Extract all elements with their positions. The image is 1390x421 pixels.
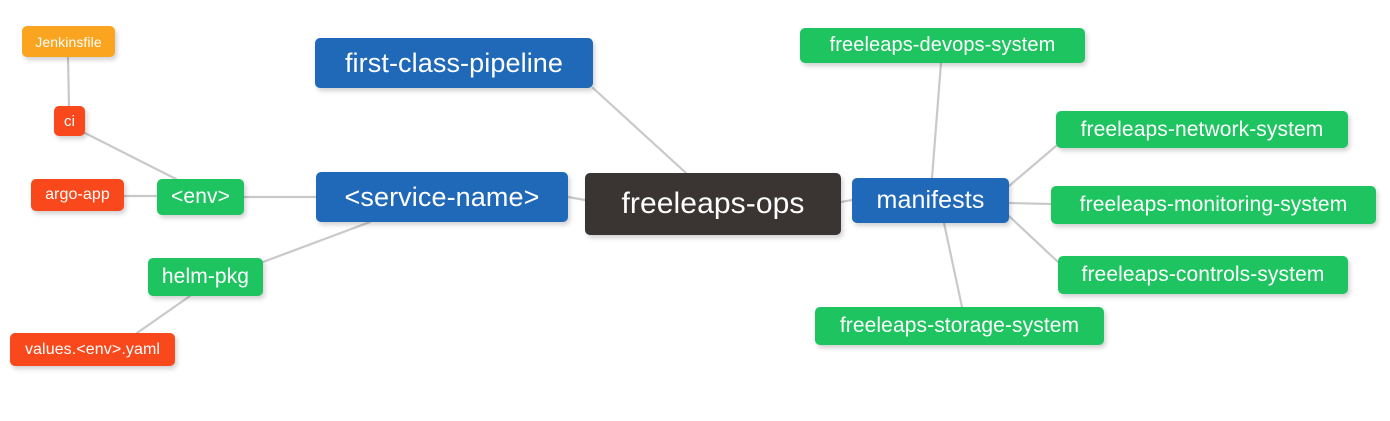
edge-e-helm-values <box>135 294 192 335</box>
edge-e-man-monitoring <box>1007 201 1053 206</box>
node-label: freeleaps-storage-system <box>839 314 1080 337</box>
node-label: <service-name> <box>344 181 540 212</box>
node-freeleaps-storage-system[interactable]: freeleaps-storage-system <box>815 307 1104 345</box>
node-label: freeleaps-devops-system <box>829 34 1056 56</box>
node-freeleaps-network-system[interactable]: freeleaps-network-system <box>1056 111 1348 148</box>
node-freeleaps-devops-system[interactable]: freeleaps-devops-system <box>800 28 1085 63</box>
node-freeleaps-controls-system[interactable]: freeleaps-controls-system <box>1058 256 1348 294</box>
node-freeleaps-monitoring-system[interactable]: freeleaps-monitoring-system <box>1051 186 1376 224</box>
edge-e-env-ci <box>83 131 178 181</box>
node-label: freeleaps-monitoring-system <box>1079 193 1348 216</box>
node-jenkinsfile[interactable]: Jenkinsfile <box>22 26 115 57</box>
node-label: <env> <box>171 185 230 208</box>
node-values-env-yaml[interactable]: values.<env>.yaml <box>10 333 175 366</box>
node-ci[interactable]: ci <box>54 106 85 136</box>
node-label: argo-app <box>45 186 110 203</box>
node-argo-app[interactable]: argo-app <box>31 179 124 211</box>
edge-e-man-storage <box>942 221 964 309</box>
node-first-class-pipeline[interactable]: first-class-pipeline <box>315 38 593 88</box>
node-label: helm-pkg <box>161 265 250 288</box>
node-label: values.<env>.yaml <box>24 340 161 358</box>
node-env[interactable]: <env> <box>157 179 244 215</box>
node-label: Jenkinsfile <box>35 33 102 50</box>
node-label: first-class-pipeline <box>344 47 564 78</box>
node-label: ci <box>63 112 76 130</box>
node-label: manifests <box>876 186 985 214</box>
node-service-name[interactable]: <service-name> <box>316 172 568 222</box>
node-manifests[interactable]: manifests <box>852 178 1009 223</box>
node-label: freeleaps-controls-system <box>1081 263 1325 286</box>
edge-e-ci-jenkins <box>66 55 71 108</box>
edge-e-ops-service <box>566 195 587 202</box>
edge-e-man-controls <box>1007 214 1060 264</box>
node-helm-pkg[interactable]: helm-pkg <box>148 258 263 296</box>
node-label: freeleaps-ops <box>621 187 805 220</box>
edge-e-man-network <box>1007 144 1058 188</box>
node-label: freeleaps-network-system <box>1080 117 1324 141</box>
node-freeleaps-ops[interactable]: freeleaps-ops <box>585 173 841 235</box>
edge-e-ops-pipeline <box>591 86 688 175</box>
edge-e-man-devops <box>930 61 943 180</box>
edge-e-service-helm <box>261 220 372 264</box>
edge-e-ops-manifests <box>839 198 854 204</box>
